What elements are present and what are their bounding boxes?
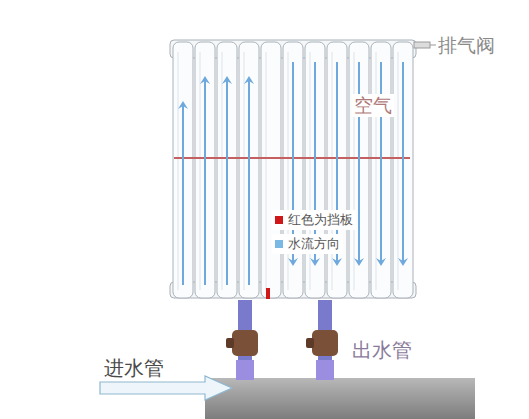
column-shade	[266, 52, 267, 290]
legend-text: 红色为挡板	[288, 211, 353, 229]
radiator-column	[173, 42, 193, 298]
flow-arrow-up	[182, 105, 184, 285]
column-shade	[200, 52, 201, 290]
radiator-column	[371, 42, 391, 298]
legend-row: 水流方向	[272, 234, 343, 254]
valve	[232, 330, 258, 356]
valve-knob	[306, 338, 314, 348]
column-shade	[332, 52, 333, 290]
column-shade	[288, 52, 289, 290]
column-shade	[398, 52, 399, 290]
bleed-valve	[414, 42, 430, 48]
riser-joint	[316, 360, 334, 380]
legend-text: 水流方向	[288, 235, 340, 253]
baffle	[266, 288, 270, 299]
valve	[312, 330, 338, 356]
legend-swatch	[275, 216, 283, 224]
radiator-column	[283, 42, 303, 298]
flow-arrow-down	[358, 62, 360, 262]
flow-arrow-down	[314, 62, 316, 262]
valve-knob	[226, 338, 234, 348]
column-shade	[376, 52, 377, 290]
flow-arrow-down	[402, 62, 404, 262]
flow-arrow-up	[226, 80, 228, 285]
radiator-column	[239, 42, 259, 298]
flow-arrows	[183, 62, 403, 285]
legend-row: 红色为挡板	[272, 210, 356, 230]
flow-arrow-up	[204, 80, 206, 285]
outlet-label: 出水管	[352, 338, 412, 362]
column-shade	[244, 52, 245, 290]
legend-swatch	[275, 240, 283, 248]
column-shade	[178, 52, 179, 290]
flow-arrow-up	[248, 80, 250, 285]
column-shade	[310, 52, 311, 290]
leader-line	[430, 45, 436, 46]
flow-arrow-down	[292, 62, 294, 262]
radiator-column	[195, 42, 215, 298]
main-pipe	[205, 378, 475, 419]
air-label: 空气	[352, 94, 394, 117]
radiator-column	[349, 42, 369, 298]
riser-joint	[236, 360, 254, 380]
radiator-column	[217, 42, 237, 298]
radiator-column	[261, 42, 281, 298]
radiator-column	[305, 42, 325, 298]
flow-arrow-down	[380, 62, 382, 262]
radiator-column	[327, 42, 347, 298]
inlet-label: 进水管	[104, 356, 164, 380]
radiator-columns	[170, 40, 416, 298]
flow-arrow-down	[336, 62, 338, 262]
column-shade	[354, 52, 355, 290]
column-shade	[222, 52, 223, 290]
valve-label: 排气阀	[438, 34, 495, 57]
radiator-column	[393, 42, 413, 298]
